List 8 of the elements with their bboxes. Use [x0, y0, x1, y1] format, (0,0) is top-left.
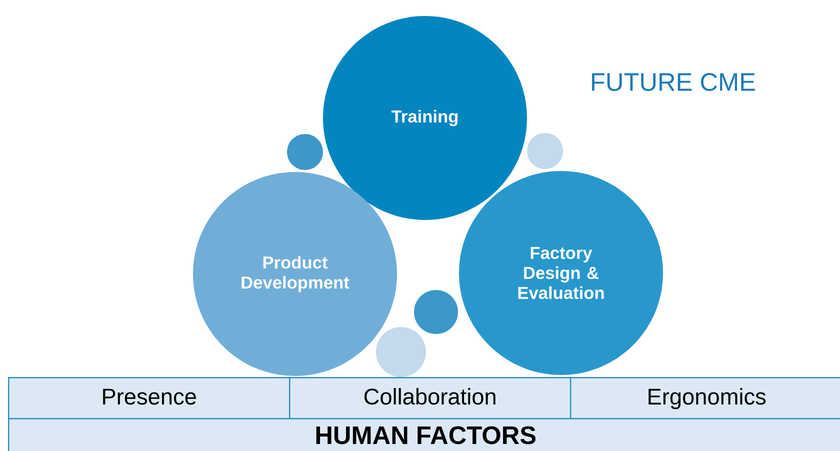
table-cell: Ergonomics	[570, 377, 840, 420]
bubble	[287, 134, 323, 170]
table-cell: Collaboration	[289, 377, 572, 420]
bubble	[376, 327, 426, 377]
heading-text: FUTURE CME	[592, 73, 755, 91]
table-cell: Presence	[8, 377, 290, 420]
bubble	[527, 133, 563, 169]
bubble	[414, 290, 458, 334]
